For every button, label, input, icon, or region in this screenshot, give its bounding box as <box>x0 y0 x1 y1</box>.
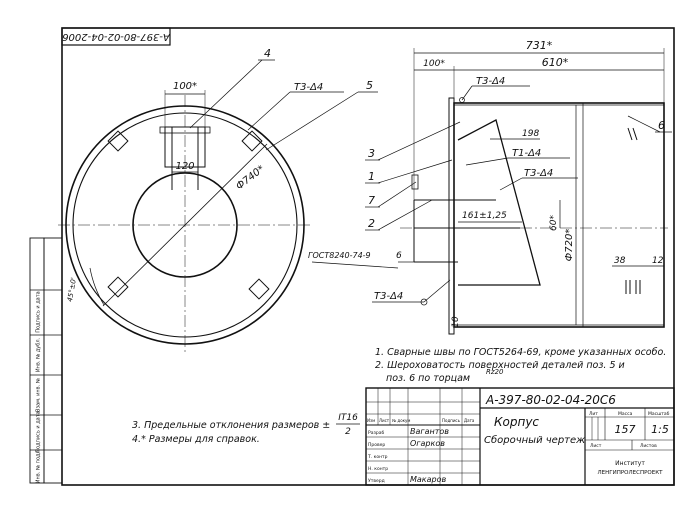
right-dim-38: 38 <box>614 256 626 266</box>
notes: 1. Сварные швы по ГОСТ5264-69, кроме ука… <box>132 347 666 445</box>
side-stamp-c4: Инв. № дубл. <box>36 337 42 372</box>
role-check: Провер <box>368 442 385 448</box>
right-view: 731* 100* 610* Т3-Δ4 198 Т1-Δ4 Т3-Δ4 161… <box>308 39 672 335</box>
note-4: 4.* Размеры для справок. <box>132 434 260 445</box>
left-dim-dia740: Ф740* <box>234 164 267 193</box>
left-view: 100* 120 Ф740* 45°±0' 4 Т3-Δ4 5 <box>58 47 378 352</box>
right-dim-198: 198 <box>522 129 539 139</box>
right-dim-731: 731* <box>526 39 553 52</box>
title-line1: Корпус <box>494 415 539 429</box>
org-line2: ЛЕНГИПРОЛЕСПРОЕКТ <box>598 470 664 476</box>
left-weld-label: Т3-Δ4 <box>294 82 323 93</box>
left-pos-4: 4 <box>264 47 271 60</box>
col-sheets: Листов <box>640 443 657 449</box>
pad-top-left <box>107 130 129 152</box>
pad-bottom-left <box>107 276 129 298</box>
side-stamp-c3: Взам. инв. № <box>36 377 42 412</box>
left-dim-angle: 45°±0' <box>66 277 78 303</box>
right-pos-2: 2 <box>368 217 375 230</box>
left-dim-100: 100* <box>173 81 197 92</box>
right-dim-161: 161±1,25 <box>462 211 507 221</box>
col-scale: Масштаб <box>648 411 670 417</box>
right-dim-12: 12 <box>652 256 664 266</box>
right-pos-1: 1 <box>368 170 375 183</box>
left-dim-120: 120 <box>175 161 194 172</box>
right-gost-label: ГОСТ8240-74-9 <box>308 251 371 260</box>
note-3-frac-top: IT16 <box>338 413 358 423</box>
col-sheet: Лист <box>590 443 602 449</box>
col-lit: Лит <box>589 411 598 417</box>
right-weld-t1: Т1-Δ4 <box>512 148 541 159</box>
side-stamp-c1: Инв. № подл. <box>36 448 42 483</box>
right-dim-6: 6 <box>396 251 402 261</box>
side-stamp-c2: Подпись и дата <box>36 411 42 452</box>
note-2c: Rz20 <box>486 368 504 376</box>
pad-top-right <box>241 130 263 152</box>
right-weld-t3-top: Т3-Δ4 <box>476 76 505 87</box>
flange-left <box>448 97 455 335</box>
right-weld-t3-mid: Т3-Δ4 <box>524 168 553 179</box>
note-3-frac-bot: 2 <box>345 427 351 437</box>
right-weld-t3-bot: Т3-Δ4 <box>374 291 403 302</box>
right-pos-3: 3 <box>368 147 375 160</box>
right-pos-6: 6 <box>658 119 665 132</box>
note-2a: 2. Шероховатость поверхностей деталей по… <box>375 360 625 371</box>
note-3a: 3. Предельные отклонения размеров ± <box>132 420 330 431</box>
title-line2: Сборочный чертеж <box>484 434 585 446</box>
top-code-box: А-397-80-02-04-2006 <box>61 27 171 46</box>
right-pos-7: 7 <box>368 194 375 207</box>
right-dim-610: 610* <box>542 56 569 69</box>
code-main: А-397-80-02-04-20С6 <box>485 393 616 407</box>
cone <box>457 119 541 286</box>
left-pos-5: 5 <box>366 79 373 92</box>
right-dim-dia720: Ф720* <box>564 229 575 262</box>
col-mass: Масса <box>618 411 633 417</box>
hdr-list: Лист <box>379 418 390 423</box>
hdr-doc: № докум <box>392 418 410 423</box>
side-stamp: Инв. № подл. Подпись и дата Взам. инв. №… <box>29 237 63 484</box>
name-dev: Вагантов <box>410 427 449 436</box>
role-dev: Разраб <box>368 430 384 436</box>
sheet-no: 157 <box>615 423 636 436</box>
scale-value: 1:5 <box>651 423 669 436</box>
name-utv: Макаров <box>410 475 447 484</box>
note-2b: поз. 6 по торцам <box>386 373 470 384</box>
hdr-sign: Подпись <box>442 418 461 423</box>
note-1: 1. Сварные швы по ГОСТ5264-69, кроме ука… <box>375 347 666 358</box>
side-stamp-c5: Подпись и дата <box>36 291 42 332</box>
right-dim-60: 60* <box>549 215 559 231</box>
top-code-text: А-397-80-02-04-2006 <box>62 31 171 42</box>
role-utv: Утверд <box>368 478 385 484</box>
right-dim-100: 100* <box>423 59 445 69</box>
name-check: Огарков <box>410 439 445 448</box>
role-nkontr: Н. контр <box>368 466 388 472</box>
title-block: Изм Лист № докум Подпись Дата Разраб Про… <box>365 387 675 486</box>
right-dim-10: 10 <box>451 316 461 328</box>
role-tkontr: Т. контр <box>367 454 388 460</box>
org-line1: Институт <box>615 460 645 467</box>
hdr-izm: Изм <box>367 418 375 423</box>
pad-bottom-right <box>248 278 270 300</box>
hdr-date: Дата <box>464 418 475 423</box>
